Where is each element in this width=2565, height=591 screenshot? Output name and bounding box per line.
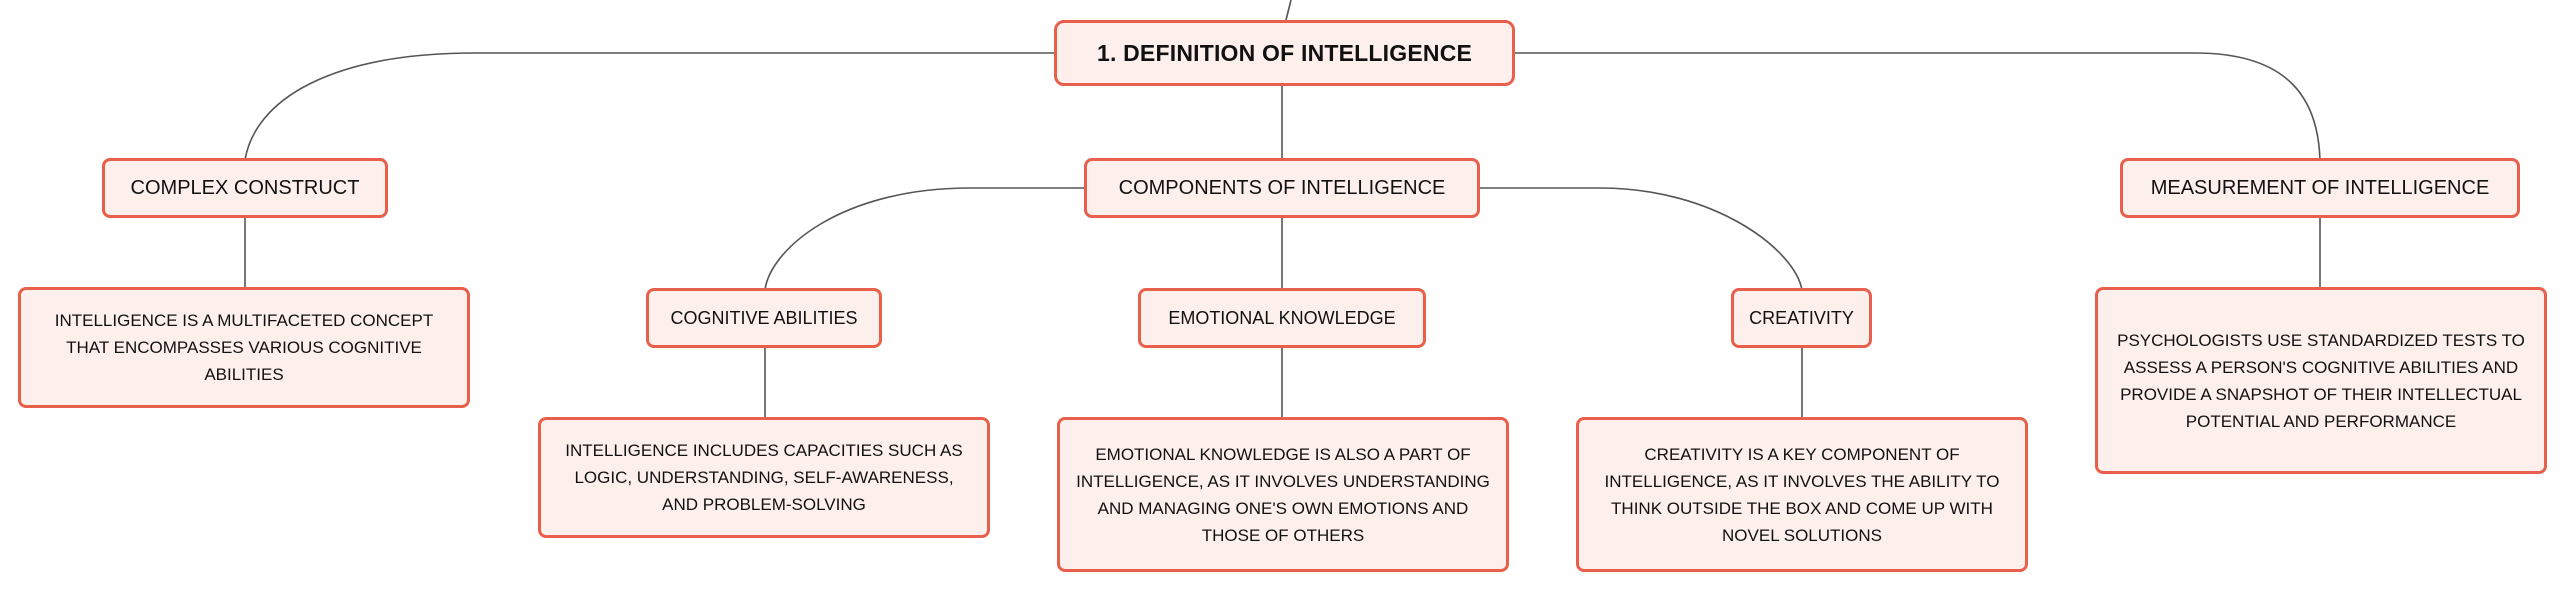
connector-root-to-complex-construct: [244, 52, 1054, 161]
connector-components-to-creativity: [1480, 187, 1803, 291]
connector-root-to-measurement: [1515, 52, 2321, 161]
description-creativity[interactable]: CREATIVITY IS A KEY COMPONENT OF INTELLI…: [1576, 417, 2028, 572]
connector-parent-to-root: [1285, 0, 1292, 21]
subtopic-creativity[interactable]: CREATIVITY: [1731, 288, 1872, 348]
description-text: INTELLIGENCE INCLUDES CAPACITIES SUCH AS…: [565, 441, 963, 514]
description-text: CREATIVITY IS A KEY COMPONENT OF INTELLI…: [1604, 444, 2000, 545]
description-cognitive-abilities[interactable]: INTELLIGENCE INCLUDES CAPACITIES SUCH AS…: [538, 417, 990, 538]
connector-components-to-cognitive-abilities: [764, 187, 1084, 291]
subtopic-cognitive-abilities[interactable]: COGNITIVE ABILITIES: [646, 288, 882, 348]
description-text: PSYCHOLOGISTS USE STANDARDIZED TESTS TO …: [2117, 330, 2525, 431]
description-measurement[interactable]: PSYCHOLOGISTS USE STANDARDIZED TESTS TO …: [2095, 287, 2547, 474]
subtopic-emotional-knowledge[interactable]: EMOTIONAL KNOWLEDGE: [1138, 288, 1426, 348]
topic-components-of-intelligence[interactable]: COMPONENTS OF INTELLIGENCE: [1084, 158, 1480, 218]
topic-complex-construct[interactable]: COMPLEX CONSTRUCT: [102, 158, 388, 218]
description-emotional-knowledge[interactable]: EMOTIONAL KNOWLEDGE IS ALSO A PART OF IN…: [1057, 417, 1509, 572]
description-text: EMOTIONAL KNOWLEDGE IS ALSO A PART OF IN…: [1076, 444, 1490, 545]
root-node[interactable]: 1. DEFINITION OF INTELLIGENCE: [1054, 20, 1515, 86]
topic-measurement-of-intelligence[interactable]: MEASUREMENT OF INTELLIGENCE: [2120, 158, 2520, 218]
description-text: INTELLIGENCE IS A MULTIFACETED CONCEPT T…: [54, 311, 434, 384]
description-complex-construct[interactable]: INTELLIGENCE IS A MULTIFACETED CONCEPT T…: [18, 287, 470, 408]
